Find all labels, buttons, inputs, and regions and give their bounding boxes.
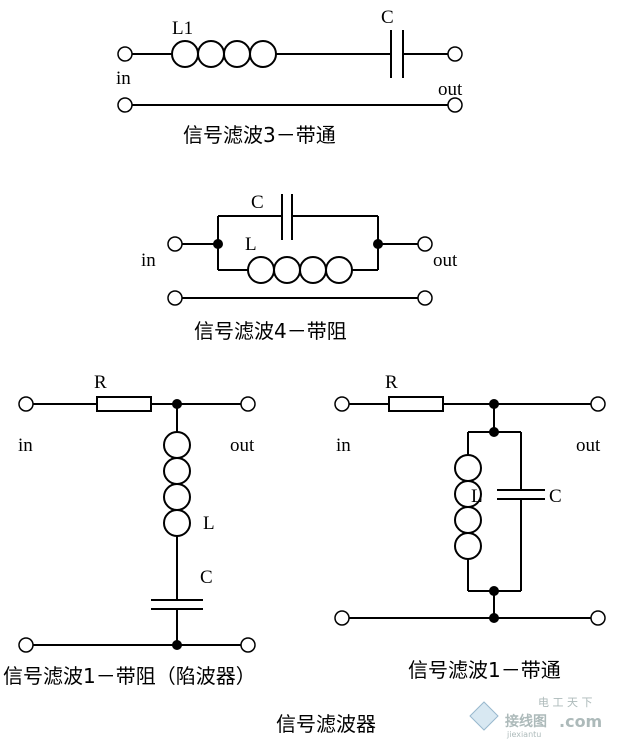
- junction-node: [489, 586, 499, 596]
- junction-node: [489, 613, 499, 623]
- panel-caption: 信号滤波3－带通: [183, 123, 336, 147]
- resistor-label: R: [385, 372, 398, 393]
- resistor-r: [388, 396, 444, 412]
- junction-node: [373, 239, 383, 249]
- inductor-label: L: [245, 234, 257, 255]
- output-label: out: [438, 79, 463, 100]
- junction-node: [172, 399, 182, 409]
- terminal: [447, 46, 463, 62]
- panel-caption: 信号滤波1－带阻（陷波器）: [3, 664, 256, 688]
- terminal: [590, 396, 606, 412]
- terminal: [334, 396, 350, 412]
- inductor-label: L1: [172, 18, 193, 39]
- panel-notch-filter: R L C in out 信号滤波1－带阻（陷波器）: [3, 372, 256, 688]
- panel-caption: 信号滤波1－带通: [408, 658, 561, 682]
- terminal: [117, 46, 133, 62]
- watermark-text: 电 工 天 下: [538, 696, 593, 709]
- watermark-text: .com: [559, 712, 602, 731]
- terminal: [167, 236, 183, 252]
- inductor-l: [454, 454, 482, 560]
- watermark-logo: 电 工 天 下 接线图 .com jiexiantu: [469, 696, 602, 739]
- output-label: out: [433, 250, 458, 271]
- capacitor-label: C: [251, 192, 264, 213]
- resistor-label: R: [94, 372, 107, 393]
- terminal: [240, 396, 256, 412]
- watermark-text: 接线图: [505, 713, 547, 730]
- input-label: in: [116, 68, 131, 89]
- capacitor-label: C: [381, 7, 394, 28]
- terminal: [18, 637, 34, 653]
- terminal: [417, 236, 433, 252]
- inductor-label: L: [203, 513, 215, 534]
- input-label: in: [141, 250, 156, 271]
- terminal: [18, 396, 34, 412]
- terminal: [334, 610, 350, 626]
- junction-node: [172, 640, 182, 650]
- panel-caption: 信号滤波4－带阻: [194, 319, 347, 343]
- terminal: [117, 97, 133, 113]
- input-label: in: [18, 435, 33, 456]
- watermark-diamond-icon: [469, 701, 499, 731]
- inductor-l1: [171, 40, 277, 68]
- inductor-l: [247, 256, 353, 284]
- watermark-text: jiexiantu: [506, 730, 541, 739]
- capacitor-label: C: [200, 567, 213, 588]
- junction-node: [489, 427, 499, 437]
- output-label: out: [576, 435, 601, 456]
- panel-bandpass-3: L1 C in out 信号滤波3－带通: [116, 7, 463, 147]
- inductor-label: L: [471, 486, 483, 507]
- junction-node: [489, 399, 499, 409]
- input-label: in: [336, 435, 351, 456]
- diagram-caption: 信号滤波器: [276, 712, 376, 736]
- panel-bandstop-4: C L in out 信号滤波4－带阻: [141, 192, 458, 343]
- resistor-r: [96, 396, 152, 412]
- inductor-l: [163, 431, 191, 537]
- output-label: out: [230, 435, 255, 456]
- terminal: [447, 97, 463, 113]
- terminal: [417, 290, 433, 306]
- panel-bandpass-1: R L C in out 信号滤波1－带通: [334, 372, 606, 682]
- terminal: [590, 610, 606, 626]
- capacitor-label: C: [549, 486, 562, 507]
- junction-node: [213, 239, 223, 249]
- terminal: [167, 290, 183, 306]
- terminal: [240, 637, 256, 653]
